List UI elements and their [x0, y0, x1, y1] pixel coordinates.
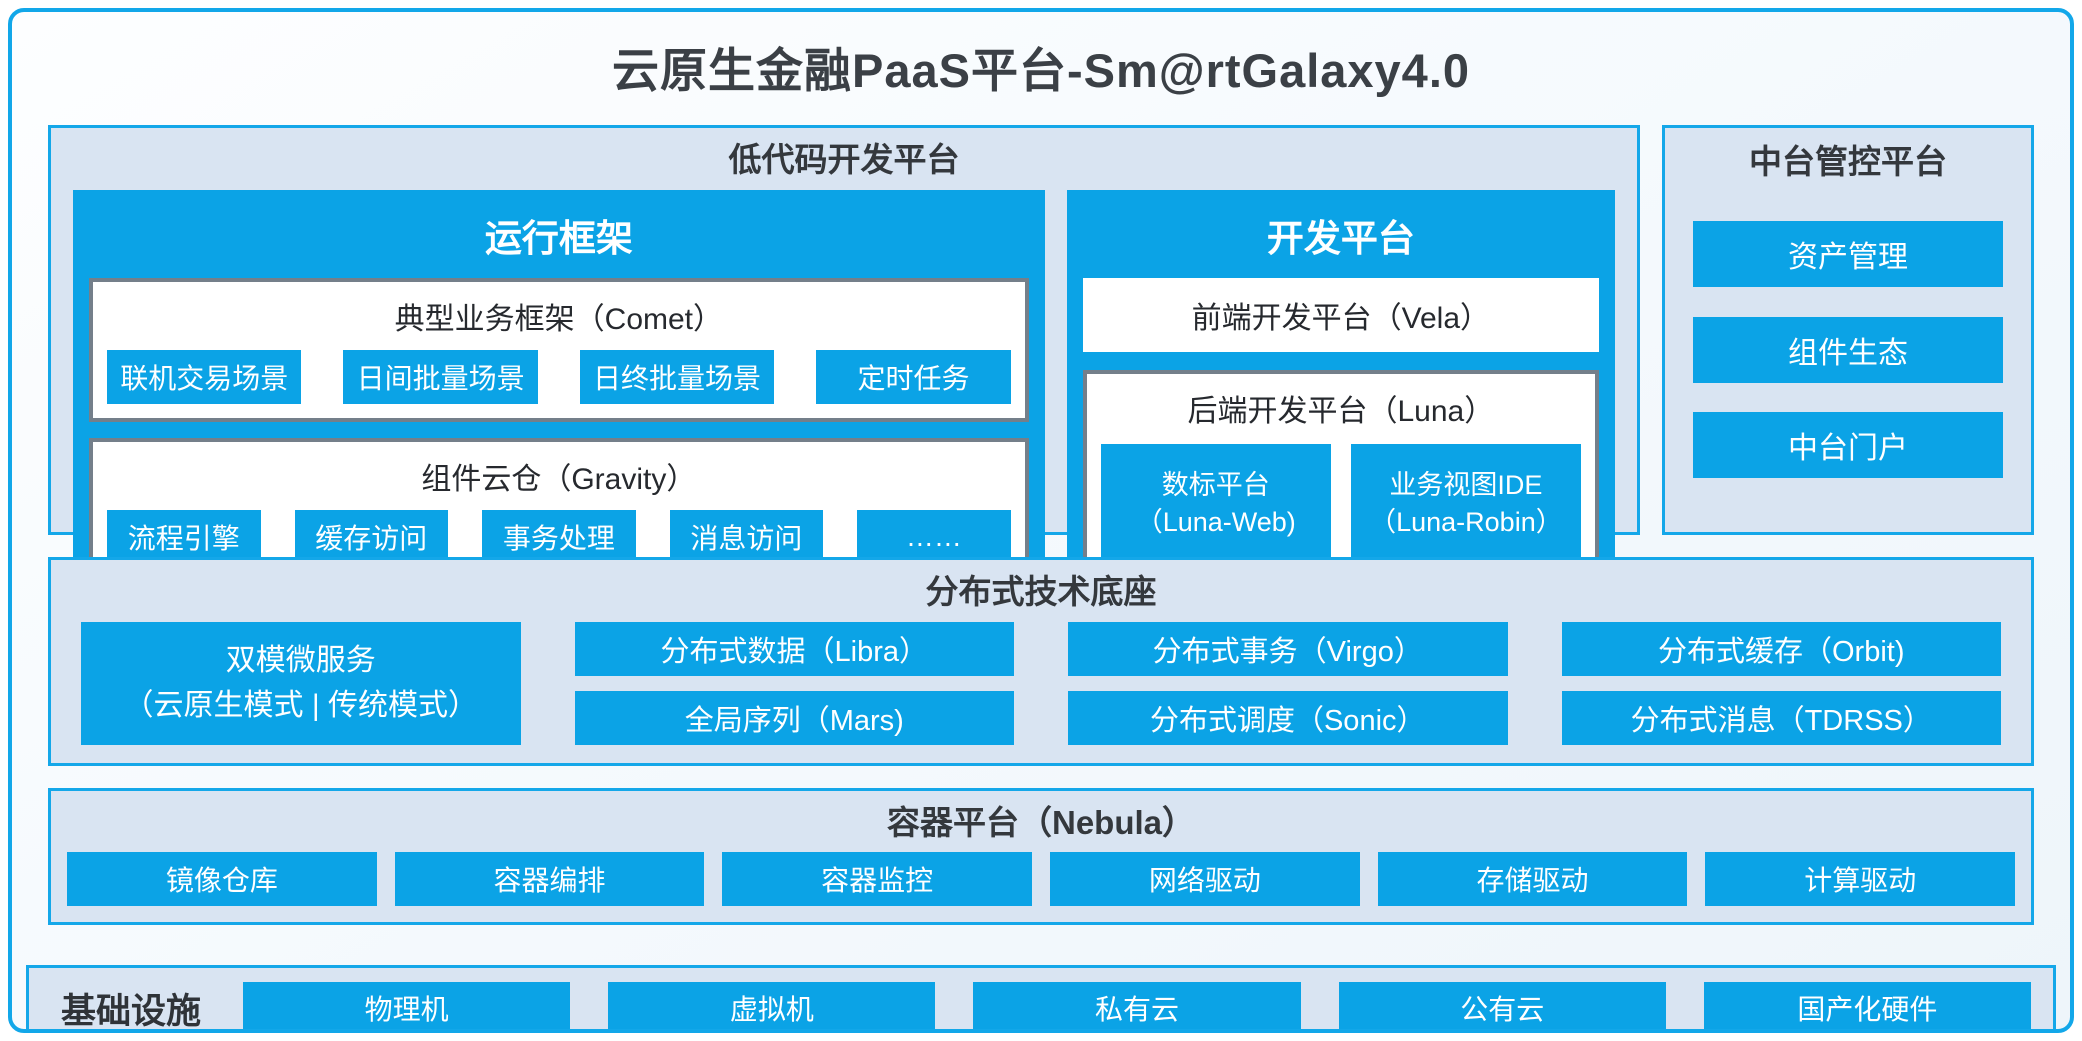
section-distributed-base: 分布式技术底座 双模微服务 （云原生模式 | 传统模式） 分布式数据（Libra… [48, 557, 2034, 766]
chip-network-driver: 网络驱动 [1050, 852, 1360, 907]
chip-process-engine: 流程引擎 [107, 509, 261, 564]
chip-public-cloud: 公有云 [1338, 982, 1666, 1029]
comet-group: 典型业务框架（Comet） 联机交易场景 日间批量场景 日终批量场景 定时任务 [89, 277, 1029, 422]
section-title-low-code: 低代码开发平台 [728, 141, 960, 178]
chip-luna-robin-line1: 业务视图IDE [1389, 470, 1543, 501]
chip-scheduled-task: 定时任务 [816, 349, 1011, 404]
comet-chip-row: 联机交易场景 日间批量场景 日终批量场景 定时任务 [107, 349, 1011, 404]
chip-container-monitoring: 容器监控 [722, 852, 1033, 907]
dev-platform-title: 开发平台 [1266, 217, 1415, 259]
section-container-platform: 容器平台（Nebula） 镜像仓库 容器编排 容器监控 网络驱动 存储驱动 计算… [48, 787, 2034, 926]
section-title-distributed: 分布式技术底座 [925, 573, 1157, 610]
dual-mode-line2: （云原生模式 | 传统模式） [123, 689, 478, 723]
chip-distributed-message-tdrss: 分布式消息（TDRSS） [1561, 690, 2001, 745]
chip-distributed-data-libra: 分布式数据（Libra） [574, 621, 1014, 676]
diagram-frame: 云原生金融PaaS平台-Sm@rtGalaxy4.0 低代码开发平台 运行框架 … [8, 8, 2074, 1033]
chip-domestic-hardware: 国产化硬件 [1703, 982, 2032, 1029]
chip-endofday-batch: 日终批量场景 [579, 349, 775, 404]
gravity-group-title: 组件云仓（Gravity） [421, 462, 697, 496]
chip-dual-mode-microservice: 双模微服务 （云原生模式 | 传统模式） [81, 621, 521, 745]
chip-storage-driver: 存储驱动 [1377, 852, 1688, 907]
distributed-grid: 双模微服务 （云原生模式 | 传统模式） 分布式数据（Libra） 分布式事务（… [81, 621, 2001, 745]
chip-private-cloud: 私有云 [973, 982, 1301, 1029]
container-chip-row: 镜像仓库 容器编排 容器监控 网络驱动 存储驱动 计算驱动 [67, 852, 2016, 907]
midplatform-items: 资产管理 组件生态 中台门户 [1693, 192, 2003, 508]
runtime-framework-title: 运行框架 [484, 217, 633, 259]
chip-compute-driver: 计算驱动 [1705, 852, 2016, 907]
section-low-code-platform: 低代码开发平台 运行框架 典型业务框架（Comet） 联机交易场景 日间批量场景… [48, 125, 1640, 598]
chip-midplatform-portal: 中台门户 [1693, 412, 2003, 479]
runtime-framework-box: 运行框架 典型业务框架（Comet） 联机交易场景 日间批量场景 日终批量场景 … [73, 189, 1045, 598]
infrastructure-label: 基础设施 [61, 991, 202, 1031]
chip-container-orchestration: 容器编排 [394, 852, 705, 907]
section-infrastructure: 基础设施 物理机 虚拟机 私有云 公有云 国产化硬件 [26, 965, 2056, 1031]
gravity-chip-row: 流程引擎 缓存访问 事务处理 消息访问 …… [107, 509, 1011, 564]
chip-ellipsis: …… [857, 509, 1011, 564]
frontend-vela-box: 前端开发平台（Vela） [1082, 277, 1599, 352]
low-code-body: 运行框架 典型业务框架（Comet） 联机交易场景 日间批量场景 日终批量场景 … [73, 189, 1615, 598]
infrastructure-chip-row: 物理机 虚拟机 私有云 公有云 国产化硬件 [243, 982, 2032, 1029]
top-row: 低代码开发平台 运行框架 典型业务框架（Comet） 联机交易场景 日间批量场景… [12, 125, 2070, 598]
chip-distributed-scheduling-sonic: 分布式调度（Sonic） [1068, 690, 1508, 745]
chip-virtual-machine: 虚拟机 [608, 982, 936, 1029]
chip-distributed-transaction-virgo: 分布式事务（Virgo） [1068, 621, 1508, 676]
dev-platform-box: 开发平台 前端开发平台（Vela） 后端开发平台（Luna） 数标平台 （Lun… [1066, 189, 1615, 598]
page-title: 云原生金融PaaS平台-Sm@rtGalaxy4.0 [611, 44, 1471, 97]
chip-online-transaction: 联机交易场景 [107, 349, 302, 404]
section-title-container: 容器平台（Nebula） [886, 803, 1196, 841]
backend-luna-group: 后端开发平台（Luna） 数标平台 （Luna-Web) 业务视图IDE （Lu… [1082, 369, 1599, 582]
chip-asset-management: 资产管理 [1693, 221, 2003, 288]
chip-transaction-processing: 事务处理 [482, 509, 636, 564]
chip-luna-web: 数标平台 （Luna-Web) [1100, 443, 1331, 564]
backend-luna-title: 后端开发平台（Luna） [1187, 394, 1495, 428]
chip-distributed-cache-orbit: 分布式缓存（Orbit) [1561, 621, 2001, 676]
chip-message-access: 消息访问 [669, 509, 824, 564]
chip-component-ecosystem: 组件生态 [1693, 316, 2003, 383]
chip-global-sequence-mars: 全局序列（Mars) [574, 690, 1014, 745]
chip-image-registry: 镜像仓库 [67, 852, 377, 907]
chip-cache-access: 缓存访问 [294, 509, 449, 564]
chip-daytime-batch: 日间批量场景 [343, 349, 538, 404]
chip-luna-web-line1: 数标平台 [1161, 470, 1270, 501]
dual-mode-line1: 双模微服务 [225, 644, 376, 678]
section-midplatform-control: 中台管控平台 资产管理 组件生态 中台门户 [1662, 125, 2034, 535]
comet-group-title: 典型业务框架（Comet） [394, 302, 724, 336]
chip-luna-web-line2: （Luna-Web) [1135, 506, 1296, 537]
chip-physical-machine: 物理机 [243, 982, 571, 1029]
chip-luna-robin-line2: （Luna-Robin） [1369, 506, 1563, 537]
section-title-midplatform: 中台管控平台 [1749, 143, 1947, 180]
chip-luna-robin: 业务视图IDE （Luna-Robin） [1350, 443, 1581, 564]
luna-chip-row: 数标平台 （Luna-Web) 业务视图IDE （Luna-Robin） [1100, 443, 1581, 564]
